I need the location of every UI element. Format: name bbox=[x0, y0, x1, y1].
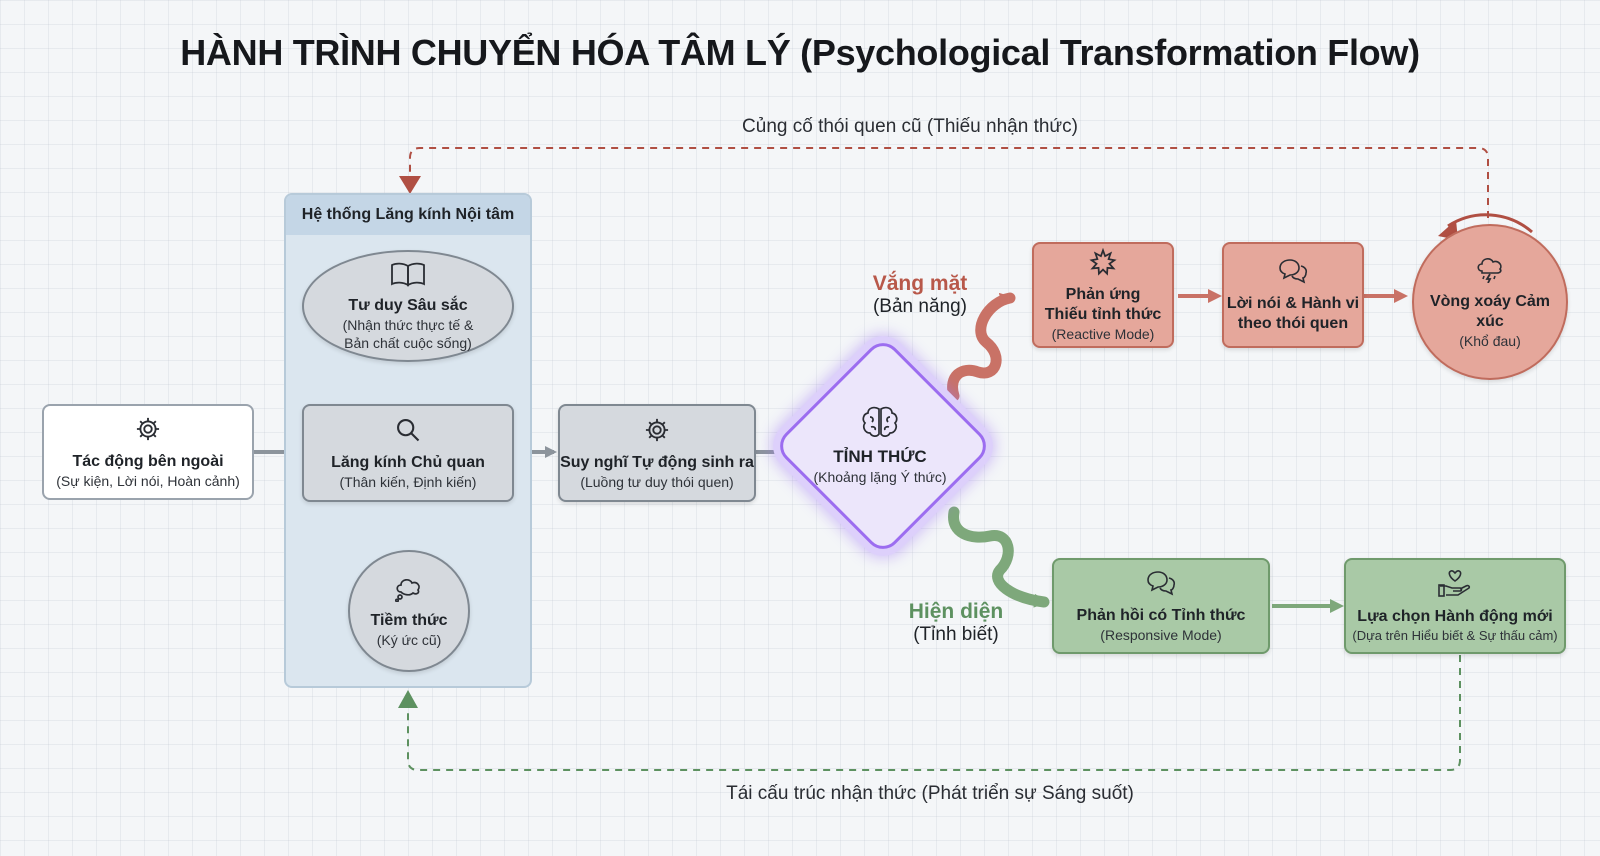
thought-cloud-icon bbox=[393, 574, 425, 607]
gear-icon bbox=[643, 416, 671, 449]
brain-icon bbox=[860, 405, 900, 444]
node-sub: (Responsive Mode) bbox=[1100, 626, 1222, 643]
magnifier-icon bbox=[394, 416, 422, 449]
speech-bubbles-icon bbox=[1145, 569, 1177, 602]
branch-sub: (Tỉnh biết) bbox=[913, 624, 999, 645]
top-loop-label: Củng cố thói quen cũ (Thiếu nhận thức) bbox=[742, 116, 1078, 137]
node-emotional-spiral[interactable]: Vòng xoáy Cảm xúc (Khổ đau) bbox=[1412, 224, 1568, 380]
absent-path bbox=[947, 292, 1016, 402]
node-sub: (Thân kiến, Định kiến) bbox=[339, 473, 477, 490]
node-title: Phản ứng bbox=[1065, 285, 1141, 303]
bottom-loop-label: Tái cấu trúc nhận thức (Phát triển sự Sá… bbox=[726, 783, 1134, 804]
panel-title: Hệ thống Lăng kính Nội tâm bbox=[286, 195, 530, 235]
top-loop-line bbox=[409, 147, 1489, 218]
heart-hand-icon bbox=[1438, 568, 1472, 603]
node-new-action[interactable]: Lựa chọn Hành động mới (Dựa trên Hiểu bi… bbox=[1344, 558, 1566, 654]
node-title: Suy nghĩ Tự động sinh ra bbox=[560, 453, 754, 471]
branch-absent-label: Vắng mặt (Bản năng) bbox=[850, 272, 990, 318]
node-subjective-lens[interactable]: Lăng kính Chủ quan (Thân kiến, Định kiến… bbox=[302, 404, 514, 502]
branch-title: Hiện diện bbox=[908, 600, 1004, 623]
node-title: Lựa chọn Hành động mới bbox=[1357, 607, 1553, 625]
node-awareness-text: TỈNH THỨC (Khoảng lặng Ý thức) bbox=[790, 405, 970, 486]
node-subconscious[interactable]: Tiềm thức (Ký ức cũ) bbox=[348, 550, 470, 672]
node-sub: (Sự kiện, Lời nói, Hoàn cảnh) bbox=[56, 472, 240, 489]
storm-cloud-icon bbox=[1475, 255, 1505, 288]
node-reactive-mode[interactable]: Phản ứng Thiếu tỉnh thức (Reactive Mode) bbox=[1032, 242, 1174, 348]
spiral-arc-top bbox=[1447, 213, 1533, 234]
branch-present-label: Hiện diện (Tỉnh biết) bbox=[886, 600, 1026, 646]
node-title: theo thói quen bbox=[1237, 314, 1349, 332]
node-responsive-mode[interactable]: Phản hồi có Tỉnh thức (Responsive Mode) bbox=[1052, 558, 1270, 654]
node-sub: Bản chất cuộc sống) bbox=[344, 334, 472, 351]
node-title: Tư duy Sâu sắc bbox=[348, 296, 468, 314]
node-title: Vòng xoáy Cảm xúc bbox=[1429, 292, 1551, 330]
node-title: Thiếu tỉnh thức bbox=[1044, 305, 1162, 323]
node-sub: (Nhận thức thực tế & bbox=[342, 316, 474, 333]
node-habitual-behaviour[interactable]: Lời nói & Hành vi theo thói quen bbox=[1222, 242, 1364, 348]
top-loop-arrowhead bbox=[399, 176, 421, 194]
node-sub: (Dựa trên Hiểu biết & Sự thấu cảm) bbox=[1352, 627, 1558, 643]
burst-icon bbox=[1089, 247, 1117, 281]
node-sub: (Khoảng lặng Ý thức) bbox=[813, 469, 947, 485]
node-title: Lời nói & Hành vi bbox=[1226, 294, 1360, 312]
node-title: Phản hồi có Tỉnh thức bbox=[1076, 606, 1246, 624]
node-automatic-thoughts[interactable]: Suy nghĩ Tự động sinh ra (Luồng tư duy t… bbox=[558, 404, 756, 502]
page-title: HÀNH TRÌNH CHUYỂN HÓA TÂM LÝ (Psychologi… bbox=[180, 32, 1420, 73]
speech-bubbles-icon bbox=[1277, 257, 1309, 290]
node-external-impact[interactable]: Tác động bên ngoài (Sự kiện, Lời nói, Ho… bbox=[42, 404, 254, 500]
node-title: TỈNH THỨC bbox=[833, 447, 927, 466]
node-deep-thinking[interactable]: Tư duy Sâu sắc (Nhận thức thực tế & Bản … bbox=[302, 250, 514, 362]
node-sub: (Ký ức cũ) bbox=[376, 631, 442, 648]
node-sub: (Luồng tư duy thói quen) bbox=[580, 473, 734, 490]
branch-title: Vắng mặt bbox=[872, 272, 968, 295]
node-sub: (Reactive Mode) bbox=[1051, 325, 1155, 342]
node-title: Tiềm thức bbox=[370, 611, 448, 629]
gear-icon bbox=[134, 415, 162, 448]
node-sub: (Khổ đau) bbox=[1459, 332, 1521, 349]
node-title: Lăng kính Chủ quan bbox=[331, 453, 485, 471]
open-book-icon bbox=[390, 261, 426, 292]
node-title: Tác động bên ngoài bbox=[72, 452, 224, 470]
present-path bbox=[948, 506, 1050, 608]
bottom-loop-line bbox=[407, 655, 1461, 771]
bottom-loop-arrowhead bbox=[398, 690, 418, 708]
branch-sub: (Bản năng) bbox=[872, 296, 967, 317]
